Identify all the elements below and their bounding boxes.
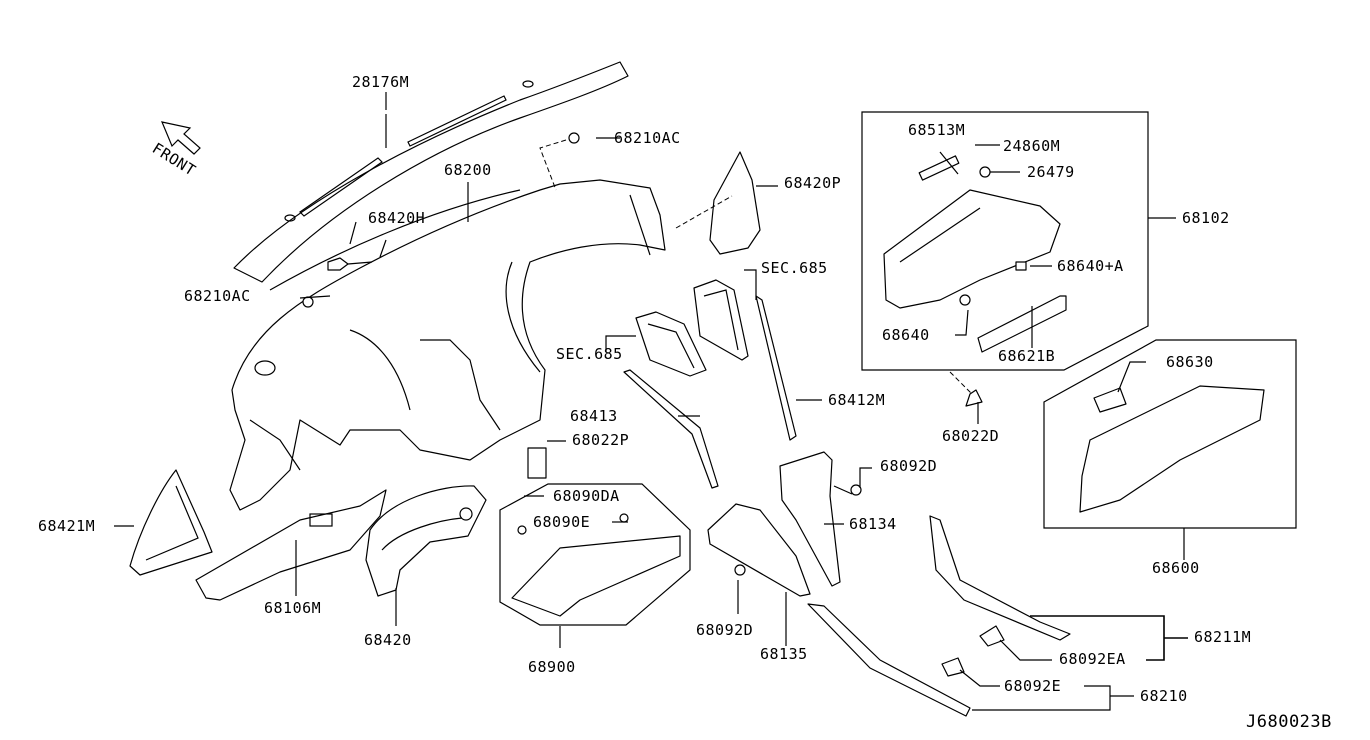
group-68600-glovebox: [1043, 339, 1297, 560]
part-68210AC-clip-top[interactable]: [539, 132, 580, 191]
part-68135-side-panel[interactable]: [707, 503, 811, 597]
label-68621B[interactable]: 68621B: [998, 347, 1056, 365]
label-68413[interactable]: 68413: [570, 407, 618, 425]
label-68640[interactable]: 68640: [882, 326, 930, 344]
part-68211M-sill-trim[interactable]: [929, 515, 1188, 661]
part-68092E-clip[interactable]: [941, 657, 1000, 687]
label-68640A[interactable]: 68640+A: [1057, 257, 1124, 275]
label-28176M[interactable]: 28176M: [352, 73, 410, 91]
label-68420[interactable]: 68420: [364, 631, 412, 649]
drawing-code: J680023B: [1246, 712, 1332, 732]
front-arrow-icon: [161, 121, 201, 155]
label-68092EA[interactable]: 68092EA: [1059, 650, 1126, 668]
part-68022P-clip[interactable]: [527, 447, 547, 479]
label-68090E[interactable]: 68090E: [533, 513, 591, 531]
label-68210AC-top[interactable]: 68210AC: [614, 129, 681, 147]
label-68412M[interactable]: 68412M: [828, 391, 886, 409]
group-68102-glovebox-housing: [861, 111, 1149, 407]
label-68211M[interactable]: 68211M: [1194, 628, 1252, 646]
label-sec685-upper[interactable]: SEC.685: [761, 259, 828, 277]
label-68092E[interactable]: 68092E: [1004, 677, 1062, 695]
part-68200-instrument-panel[interactable]: [229, 179, 666, 511]
vent-sec685-upper[interactable]: [693, 279, 749, 361]
part-68421M-trim[interactable]: [129, 469, 213, 576]
part-68420-cluster-lid[interactable]: [365, 485, 487, 597]
label-68210[interactable]: 68210: [1140, 687, 1188, 705]
part-68412M-strip[interactable]: [755, 295, 797, 441]
part-68420H-bracket[interactable]: [327, 257, 373, 271]
label-68135[interactable]: 68135: [760, 645, 808, 663]
label-68210AC-left[interactable]: 68210AC: [184, 287, 251, 305]
label-68092D-lower[interactable]: 68092D: [696, 621, 754, 639]
label-68092D-upper[interactable]: 68092D: [880, 457, 938, 475]
label-68421M[interactable]: 68421M: [38, 517, 96, 535]
part-68210-sill-trim[interactable]: [807, 603, 1134, 717]
part-28176M-defroster-grille[interactable]: [233, 61, 629, 283]
part-68413-strip[interactable]: [623, 369, 719, 489]
label-68022P[interactable]: 68022P: [572, 431, 630, 449]
label-68090DA[interactable]: 68090DA: [553, 487, 620, 505]
part-68092EA-clip[interactable]: [979, 625, 1052, 661]
label-68134[interactable]: 68134: [849, 515, 897, 533]
label-68022D[interactable]: 68022D: [942, 427, 1000, 445]
part-68900-assembly-box[interactable]: [499, 483, 691, 648]
label-68900[interactable]: 68900: [528, 658, 576, 676]
part-68106M-lower-cover[interactable]: [195, 489, 387, 601]
label-68420P[interactable]: 68420P: [784, 174, 842, 192]
label-sec685-lower[interactable]: SEC.685: [556, 345, 623, 363]
label-68600[interactable]: 68600: [1152, 559, 1200, 577]
label-68200[interactable]: 68200: [444, 161, 492, 179]
vent-sec685-lower[interactable]: [635, 311, 707, 377]
label-68630[interactable]: 68630: [1166, 353, 1214, 371]
part-68420P-side-cover[interactable]: [675, 151, 761, 255]
label-68106M[interactable]: 68106M: [264, 599, 322, 617]
label-68420H[interactable]: 68420H: [368, 209, 426, 227]
label-68102[interactable]: 68102: [1182, 209, 1230, 227]
part-68210AC-clip-left[interactable]: [302, 296, 314, 308]
part-68134-side-panel[interactable]: [779, 451, 862, 587]
label-68513M[interactable]: 68513M: [908, 121, 966, 139]
label-26479[interactable]: 26479: [1027, 163, 1075, 181]
label-24860M[interactable]: 24860M: [1003, 137, 1061, 155]
